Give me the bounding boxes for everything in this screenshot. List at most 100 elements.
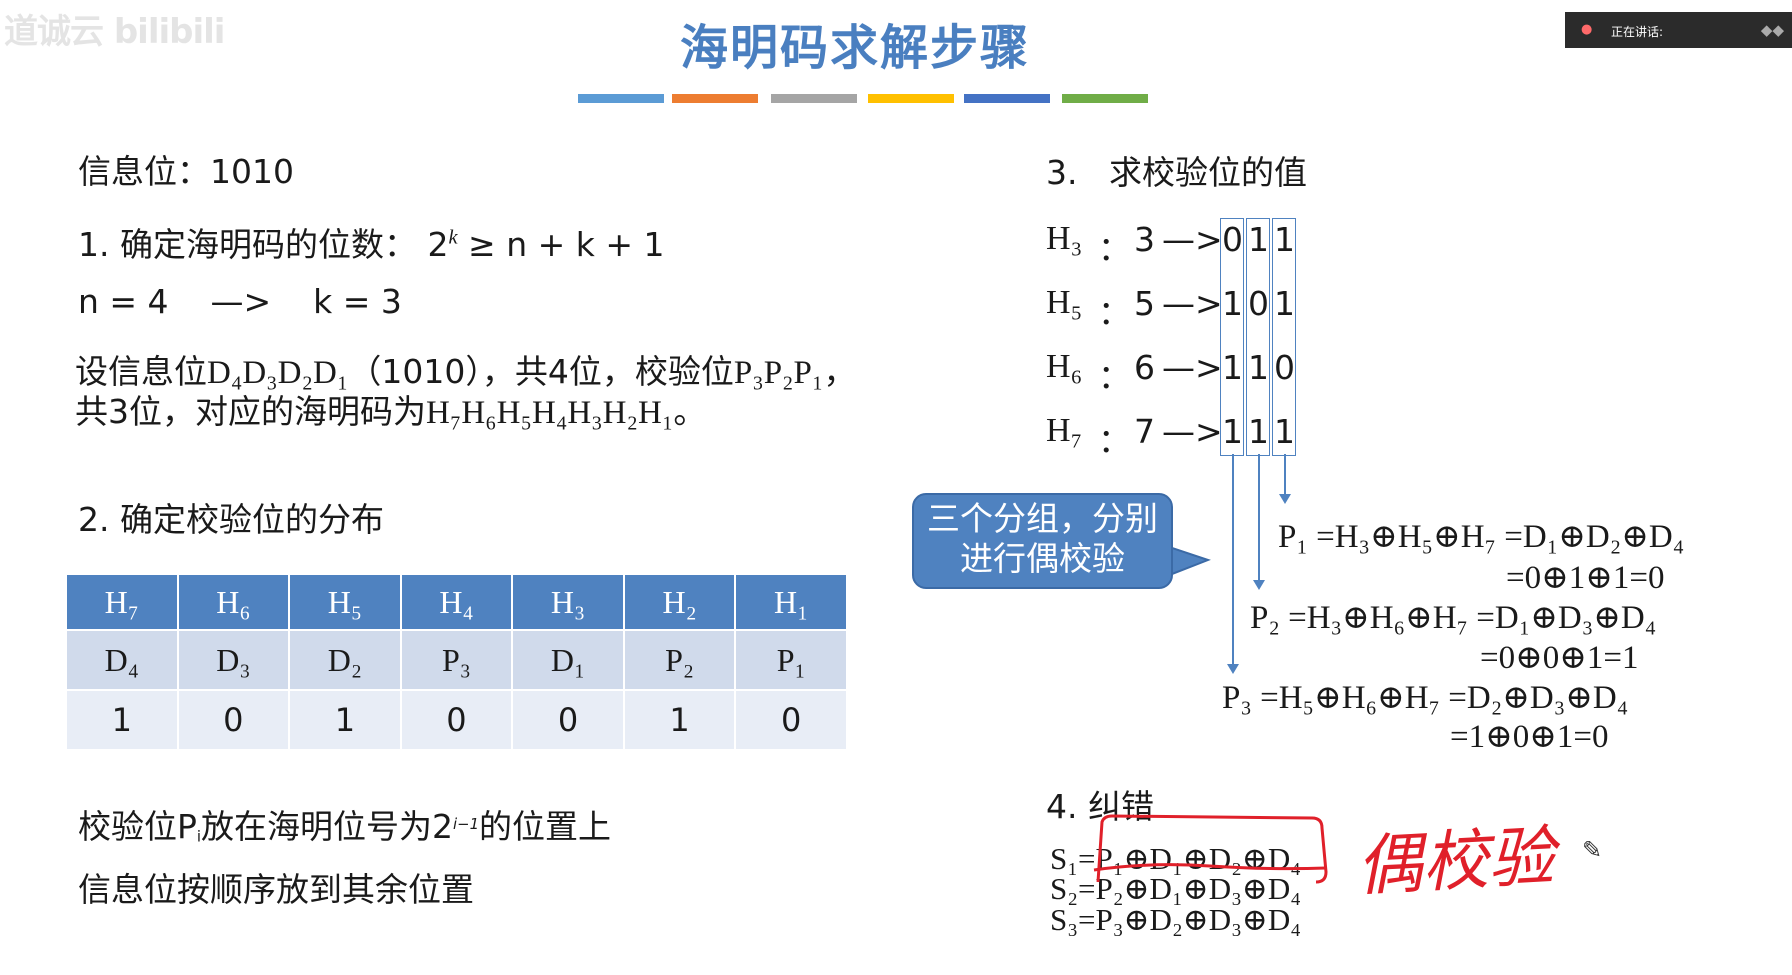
desc-check-bits: P₃P₂P₁ <box>733 355 824 391</box>
table-cell: 0 <box>734 689 848 751</box>
p2-equation: P₂ =H₃⊕H₆⊕H₇ =D₁⊕D₃⊕D₄ <box>1250 600 1657 636</box>
table-cell: P₁ <box>734 629 848 691</box>
info-bits-line: 信息位：1010 <box>78 145 294 193</box>
step1-formula: 2k ≥ n + k + 1 <box>427 225 664 264</box>
table-cell: H₂ <box>622 573 737 631</box>
table-cell: H₇ <box>65 573 179 631</box>
h-label: H₆ <box>1046 348 1083 385</box>
speaking-label: 正在讲话: <box>1611 25 1664 39</box>
table-row: D₄ D₃ D₂ P₃ D₁ P₂ P₁ <box>65 629 848 691</box>
desc-hamming-bits: H₇H₆H₅H₄H₃H₂H₁ <box>426 395 674 431</box>
h-number: 6 <box>1134 348 1155 387</box>
bit: 1 <box>1274 220 1295 259</box>
bit: 0 <box>1222 220 1243 259</box>
h-label: H₅ <box>1046 284 1083 321</box>
bit: 1 <box>1248 220 1269 259</box>
p1-equation: P₁ =H₃⊕H₅⊕H₇ =D₁⊕D₂⊕D₄ <box>1278 519 1685 555</box>
title-bar-5 <box>964 94 1050 103</box>
desc-data-bits: D₄D₃D₂D₁ <box>207 355 349 391</box>
rule-text: 放在海明位号为2 <box>201 807 454 846</box>
connector-line-p2 <box>1258 454 1260 582</box>
table-cell: 0 <box>176 689 291 751</box>
h-row: H₅ <box>1046 284 1082 322</box>
title-bar-3 <box>771 94 857 103</box>
step1-line: 1. 确定海明码的位数： 2k ≥ n + k + 1 <box>78 218 664 266</box>
red-annotation-box <box>1093 814 1328 884</box>
h-row: H₆ <box>1046 348 1082 386</box>
p3-value: =1⊕0⊕1=0 <box>1450 719 1609 755</box>
title-bar-4 <box>868 94 954 103</box>
h-label: H₃ <box>1046 220 1083 257</box>
rule-line-2: 信息位按顺序放到其余位置 <box>78 870 474 909</box>
table-cell: 1 <box>65 689 179 751</box>
callout-pointer-icon <box>1172 546 1211 576</box>
callout-text: 三个分组，分别进行偶校验 <box>927 499 1158 578</box>
rule-sub: i <box>196 827 202 846</box>
table-cell: 0 <box>399 689 514 751</box>
colon: ： <box>1098 421 1131 460</box>
bit: 1 <box>1248 412 1269 451</box>
h-number: 3 <box>1134 220 1155 259</box>
h-number: 5 <box>1134 284 1155 323</box>
formula-exp: k <box>448 226 458 249</box>
desc-text: 共3位，对应的海明码为 <box>75 392 426 431</box>
colon: ： <box>1098 293 1131 332</box>
arrow-head-icon <box>1227 664 1239 674</box>
table-cell: D₄ <box>65 629 179 691</box>
title-bar-1 <box>578 94 664 103</box>
table-cell: H₁ <box>734 573 848 631</box>
connector-line-p1 <box>1284 454 1286 494</box>
arrow-head-icon <box>1279 494 1291 504</box>
title-bar-6 <box>1062 94 1148 103</box>
h-label: H₇ <box>1046 412 1083 449</box>
table-cell: 1 <box>622 689 737 751</box>
table-cell: D₃ <box>176 629 291 691</box>
p3-equation: P₃ =H₅⊕H₆⊕H₇ =D₂⊕D₃⊕D₄ <box>1222 680 1629 716</box>
formula-base: 2 <box>427 225 449 264</box>
h-row: H₇ <box>1046 412 1082 450</box>
table-cell: H₆ <box>176 573 291 631</box>
speaking-indicator-bar[interactable]: ● 正在讲话: ◆◆ <box>1565 12 1792 48</box>
h-row: H₃ <box>1046 220 1082 258</box>
slide-title: 海明码求解步骤 <box>679 20 1030 76</box>
bit: 1 <box>1222 412 1243 451</box>
rule-text: 的位置上 <box>479 807 612 846</box>
table-cell: D₁ <box>511 629 625 691</box>
step4-label: 4. 纠错 <box>1046 787 1154 826</box>
arrow: —> <box>1162 348 1223 387</box>
nk-line: n = 4 —> k = 3 <box>78 282 402 321</box>
table-cell: 0 <box>511 689 625 751</box>
rule-text: 校验位P <box>78 807 197 846</box>
bit: 1 <box>1274 412 1295 451</box>
h-number: 7 <box>1134 412 1155 451</box>
distribution-table: H₇ H₆ H₅ H₄ H₃ H₂ H₁ D₄ D₃ D₂ P₃ D₁ P₂ P… <box>65 573 848 751</box>
table-cell: D₂ <box>288 629 402 691</box>
bit: 0 <box>1274 348 1295 387</box>
step1-label: 1. 确定海明码的位数： <box>78 225 417 264</box>
step2-label: 2. 确定校验位的分布 <box>78 500 384 539</box>
arrow: —> <box>1162 220 1223 259</box>
rule-line-1: 校验位Pi放在海明位号为2i−1的位置上 <box>78 800 611 848</box>
audio-wave-icon: ◆◆ <box>1760 21 1784 39</box>
pen-cursor-icon: ✎ <box>1582 836 1603 864</box>
rule-sup: i−1 <box>453 815 480 834</box>
desc-text: 。 <box>673 392 707 431</box>
bit: 1 <box>1274 284 1295 323</box>
syndrome-s3: S₃=P₃⊕D₂⊕D₃⊕D₄ <box>1050 902 1302 937</box>
desc-text: （1010），共4位，校验位 <box>348 352 734 391</box>
table-cell: P₂ <box>622 629 737 691</box>
info-label: 信息位： <box>78 152 210 191</box>
arrow: —> <box>1162 412 1223 451</box>
formula-rest: ≥ n + k + 1 <box>457 225 665 264</box>
table-header-row: H₇ H₆ H₅ H₄ H₃ H₂ H₁ <box>65 573 848 631</box>
table-row: 1 0 1 0 0 1 0 <box>65 689 848 751</box>
microphone-icon: ● <box>1581 22 1593 37</box>
watermark: 道诚云 bilibili <box>4 12 225 52</box>
bit: 1 <box>1222 284 1243 323</box>
desc-text: 设信息位 <box>75 352 207 391</box>
bit: 0 <box>1248 284 1269 323</box>
arrow-head-icon <box>1253 580 1265 590</box>
step3-label: 3. 求校验位的值 <box>1046 153 1307 192</box>
arrow: —> <box>1162 284 1223 323</box>
table-cell: H₃ <box>511 573 625 631</box>
